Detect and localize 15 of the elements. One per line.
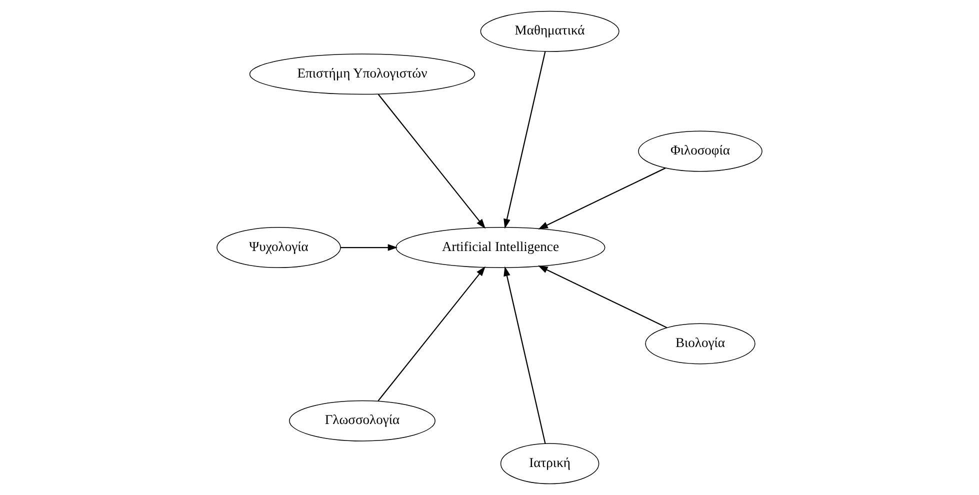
node-ellipse: Επιστήμη Υπολογιστών xyxy=(249,54,476,95)
arrow xyxy=(340,244,398,251)
node-ellipse: Ψυχολογία xyxy=(216,227,341,268)
node-ellipse: Μαθηματικά xyxy=(480,10,620,52)
node-ellipse: Βιολογία xyxy=(645,323,756,364)
arrow xyxy=(504,52,546,229)
arrow xyxy=(538,168,666,230)
node-ellipse: Artificial Intelligence xyxy=(396,227,606,268)
arrow xyxy=(378,266,486,402)
arrow xyxy=(504,266,546,444)
node-ellipse: Φιλοσοφία xyxy=(638,130,762,172)
arrow xyxy=(378,94,486,229)
node-ellipse: Γλωσσολογία xyxy=(289,400,436,442)
arrow xyxy=(538,266,668,328)
node-ellipse: Ιατρική xyxy=(500,443,600,484)
